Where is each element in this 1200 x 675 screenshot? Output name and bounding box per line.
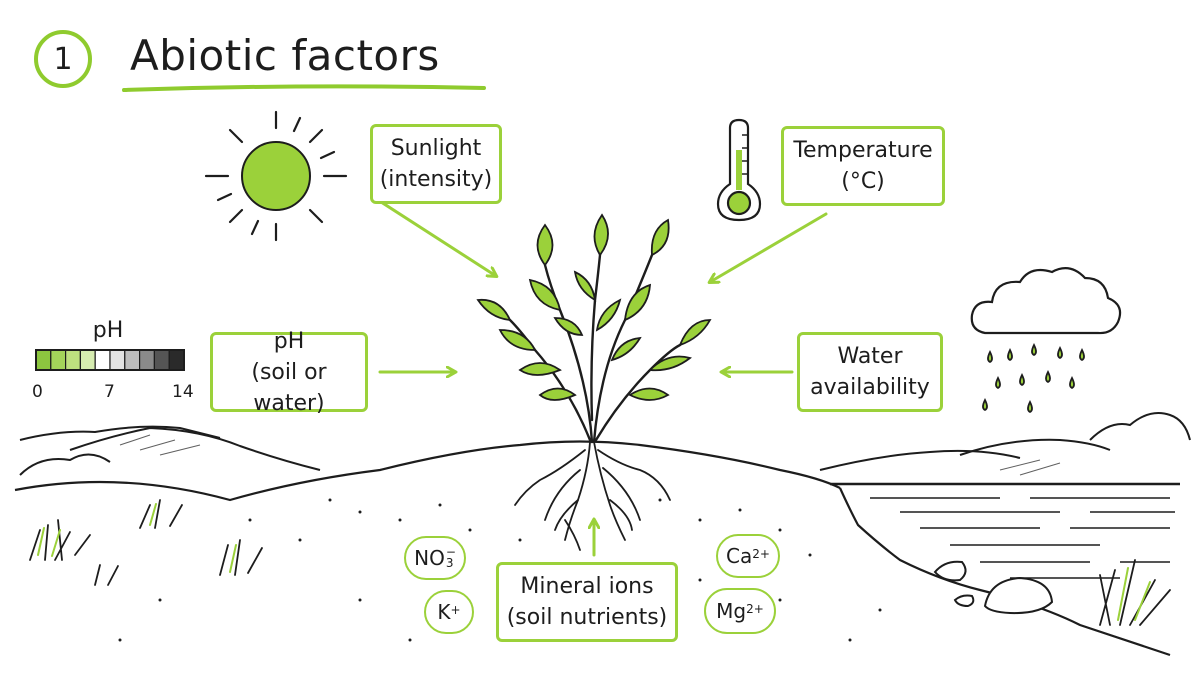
ph-scale-tick-14: 14 [172, 382, 194, 402]
ph-scale-segment [35, 349, 52, 371]
leaf-group [476, 213, 712, 401]
nitrate-charge: − 3 [445, 545, 456, 570]
lake-icon [830, 482, 1180, 579]
nitrate-ion-badge: NO − 3 [404, 536, 466, 580]
minerals-sublabel: (soil nutrients) [506, 605, 668, 630]
nitrate-symbol: NO [414, 546, 445, 570]
calcium-sup: 2+ [752, 547, 770, 561]
section-number-badge: 1 [34, 30, 92, 88]
minerals-label-box: Mineral ions (soil nutrients) [496, 562, 678, 642]
temperature-label: Temperature [793, 138, 933, 163]
rocks-icon [933, 560, 1054, 615]
ph-scale-tick-0: 0 [32, 382, 43, 402]
potassium-sup: + [450, 603, 461, 617]
plant-icon [508, 253, 682, 444]
sunlight-label: Sunlight [390, 136, 482, 161]
ph-scale-segment [50, 349, 67, 371]
ph-label-box: pH (soil or water) [210, 329, 368, 416]
arrow-sunlight [376, 198, 496, 276]
temperature-sublabel: (°C) [841, 169, 885, 194]
ph-label: pH [273, 328, 305, 354]
ph-scale-tick-7: 7 [104, 382, 115, 402]
ph-scale-segment [109, 349, 126, 371]
rain-cloud-icon [970, 267, 1122, 414]
sun-icon [204, 110, 348, 242]
nitrate-sup: − [445, 545, 456, 559]
ph-scale-segment [153, 349, 170, 371]
ph-scale-icon [35, 349, 185, 371]
minerals-label: Mineral ions [520, 574, 654, 599]
grass-highlight-icon [37, 503, 1151, 621]
water-sublabel: availability [810, 375, 930, 400]
ph-scale-segment [139, 349, 156, 371]
sunlight-label-box: Sunlight (intensity) [370, 124, 502, 204]
thermometer-icon [716, 118, 762, 222]
ph-sublabel: (soil or water) [251, 359, 327, 416]
ph-scale-title: pH [92, 318, 124, 343]
ph-scale-segment [124, 349, 141, 371]
magnesium-sup: 2+ [746, 602, 764, 616]
hills-left-icon [19, 425, 321, 476]
magnesium-symbol: Mg [716, 599, 747, 623]
hills-right-icon [819, 412, 1191, 476]
sunlight-sublabel: (intensity) [379, 167, 493, 192]
title-underline [122, 84, 486, 92]
calcium-symbol: Ca [726, 544, 753, 568]
ph-scale-segment [64, 349, 81, 371]
water-label: Water [837, 344, 903, 369]
page-title: Abiotic factors [130, 31, 440, 80]
ph-scale-outline [35, 349, 185, 371]
soil-dots [118, 498, 882, 642]
potassium-ion-badge: K+ [424, 590, 474, 634]
potassium-symbol: K [437, 600, 451, 624]
ph-scale-segment [94, 349, 111, 371]
nitrate-sub: 3 [445, 556, 454, 570]
temperature-label-box: Temperature (°C) [781, 126, 945, 206]
roots-icon [514, 441, 671, 551]
arrow-temperature [710, 212, 828, 282]
ph-scale-segment [79, 349, 96, 371]
water-label-box: Water availability [797, 332, 943, 412]
arrows [376, 198, 828, 557]
grass-icon [29, 499, 1171, 626]
ph-scale-segment [168, 349, 185, 371]
